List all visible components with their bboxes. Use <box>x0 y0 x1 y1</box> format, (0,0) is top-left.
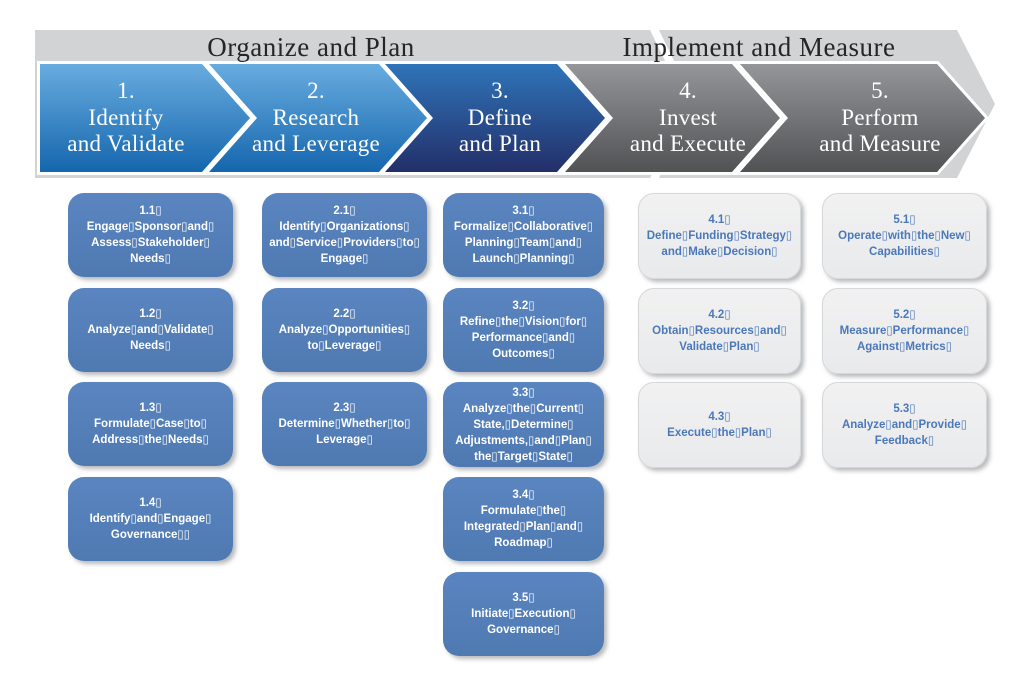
step-box-5-2-text: 5.2▯ Measure▯Performance▯ Against▯Metric… <box>839 309 970 353</box>
step-box-3-5-text: 3.5▯ Initiate▯Execution▯ Governance▯ <box>471 592 576 636</box>
phase-4-chevron-shape <box>558 61 785 175</box>
step-box-4-3-text: 4.3▯ Execute▯the▯Plan▯ <box>667 411 772 439</box>
phase-5-label: 5. Perform and Measure <box>819 78 941 157</box>
step-box-5-2: 5.2▯ Measure▯Performance▯ Against▯Metric… <box>822 288 987 374</box>
step-box-3-3-text: 3.3▯ Analyze▯the▯Current▯ State,▯Determi… <box>455 386 592 463</box>
step-box-3-4-text: 3.4▯ Formulate▯the▯ Integrated▯Plan▯and▯… <box>463 489 584 549</box>
step-box-3-4: 3.4▯ Formulate▯the▯ Integrated▯Plan▯and▯… <box>443 477 604 561</box>
step-box-1-3-text: 1.3▯ Formulate▯Case▯to▯ Address▯the▯Need… <box>92 402 209 446</box>
step-box-4-3: 4.3▯ Execute▯the▯Plan▯ <box>638 382 801 468</box>
step-box-5-3-text: 5.3▯ Analyze▯and▯Provide▯ Feedback▯ <box>841 403 968 447</box>
step-box-2-2-text: 2.2▯ Analyze▯Opportunities▯ to▯Leverage▯ <box>278 308 411 352</box>
group-title-implement-and-measure: Implement and Measure <box>622 32 896 62</box>
banner-graphic <box>35 30 995 178</box>
step-box-4-1: 4.1▯ Define▯Funding▯Strategy▯ and▯Make▯D… <box>638 193 801 279</box>
step-box-5-1: 5.1▯ Operate▯with▯the▯New▯ Capabilities▯ <box>822 193 987 279</box>
step-box-4-2-text: 4.2▯ Obtain▯Resources▯and▯ Validate▯Plan… <box>652 309 787 353</box>
step-box-1-4-text: 1.4▯ Identify▯and▯Engage▯ Governance▯▯ <box>89 497 212 541</box>
phase-2-label: 2. Research and Leverage <box>251 78 381 157</box>
phase-2-chevron-shape <box>202 61 432 175</box>
phase-1-chevron-shape <box>37 61 255 175</box>
step-box-2-1: 2.1▯ Identify▯Organizations▯ and▯Service… <box>262 193 427 277</box>
step-box-1-4: 1.4▯ Identify▯and▯Engage▯ Governance▯▯ <box>68 477 233 561</box>
step-box-3-2: 3.2▯ Refine▯the▯Vision▯for▯ Performance▯… <box>443 288 604 372</box>
step-box-4-1-text: 4.1▯ Define▯Funding▯Strategy▯ and▯Make▯D… <box>646 214 793 258</box>
step-box-2-1-text: 2.1▯ Identify▯Organizations▯ and▯Service… <box>269 205 420 265</box>
step-box-5-3: 5.3▯ Analyze▯and▯Provide▯ Feedback▯ <box>822 382 987 468</box>
group-title-organize-and-plan: Organize and Plan <box>207 32 415 62</box>
step-box-2-2: 2.2▯ Analyze▯Opportunities▯ to▯Leverage▯ <box>262 288 427 372</box>
phase-3-chevron-shape <box>378 61 610 175</box>
phase-5-chevron-shape <box>733 61 990 175</box>
step-box-3-2-text: 3.2▯ Refine▯the▯Vision▯for▯ Performance▯… <box>459 300 588 360</box>
step-box-1-2: 1.2▯ Analyze▯and▯Validate▯ Needs▯ <box>68 288 233 372</box>
step-box-2-3-text: 2.3▯ Determine▯Whether▯to▯ Leverage▯ <box>278 402 411 446</box>
step-box-1-3: 1.3▯ Formulate▯Case▯to▯ Address▯the▯Need… <box>68 382 233 466</box>
step-box-1-2-text: 1.2▯ Analyze▯and▯Validate▯ Needs▯ <box>87 308 214 352</box>
phase-1-label: 1. Identify and Validate <box>67 78 185 157</box>
step-box-1-1-text: 1.1▯ Engage▯Sponsor▯and▯ Assess▯Stakehol… <box>86 205 215 265</box>
step-box-1-1: 1.1▯ Engage▯Sponsor▯and▯ Assess▯Stakehol… <box>68 193 233 277</box>
step-box-2-3: 2.3▯ Determine▯Whether▯to▯ Leverage▯ <box>262 382 427 466</box>
phase-3-label: 3. Define and Plan <box>458 78 542 157</box>
step-box-3-1: 3.1▯ Formalize▯Collaborative▯ Planning▯T… <box>443 193 604 277</box>
step-box-3-5: 3.5▯ Initiate▯Execution▯ Governance▯ <box>443 572 604 656</box>
step-box-4-2: 4.2▯ Obtain▯Resources▯and▯ Validate▯Plan… <box>638 288 801 374</box>
phase-4-label: 4. Invest and Execute <box>629 78 747 157</box>
step-box-5-1-text: 5.1▯ Operate▯with▯the▯New▯ Capabilities▯ <box>838 214 971 258</box>
step-box-3-1-text: 3.1▯ Formalize▯Collaborative▯ Planning▯T… <box>453 205 594 265</box>
step-box-3-3: 3.3▯ Analyze▯the▯Current▯ State,▯Determi… <box>443 382 604 467</box>
